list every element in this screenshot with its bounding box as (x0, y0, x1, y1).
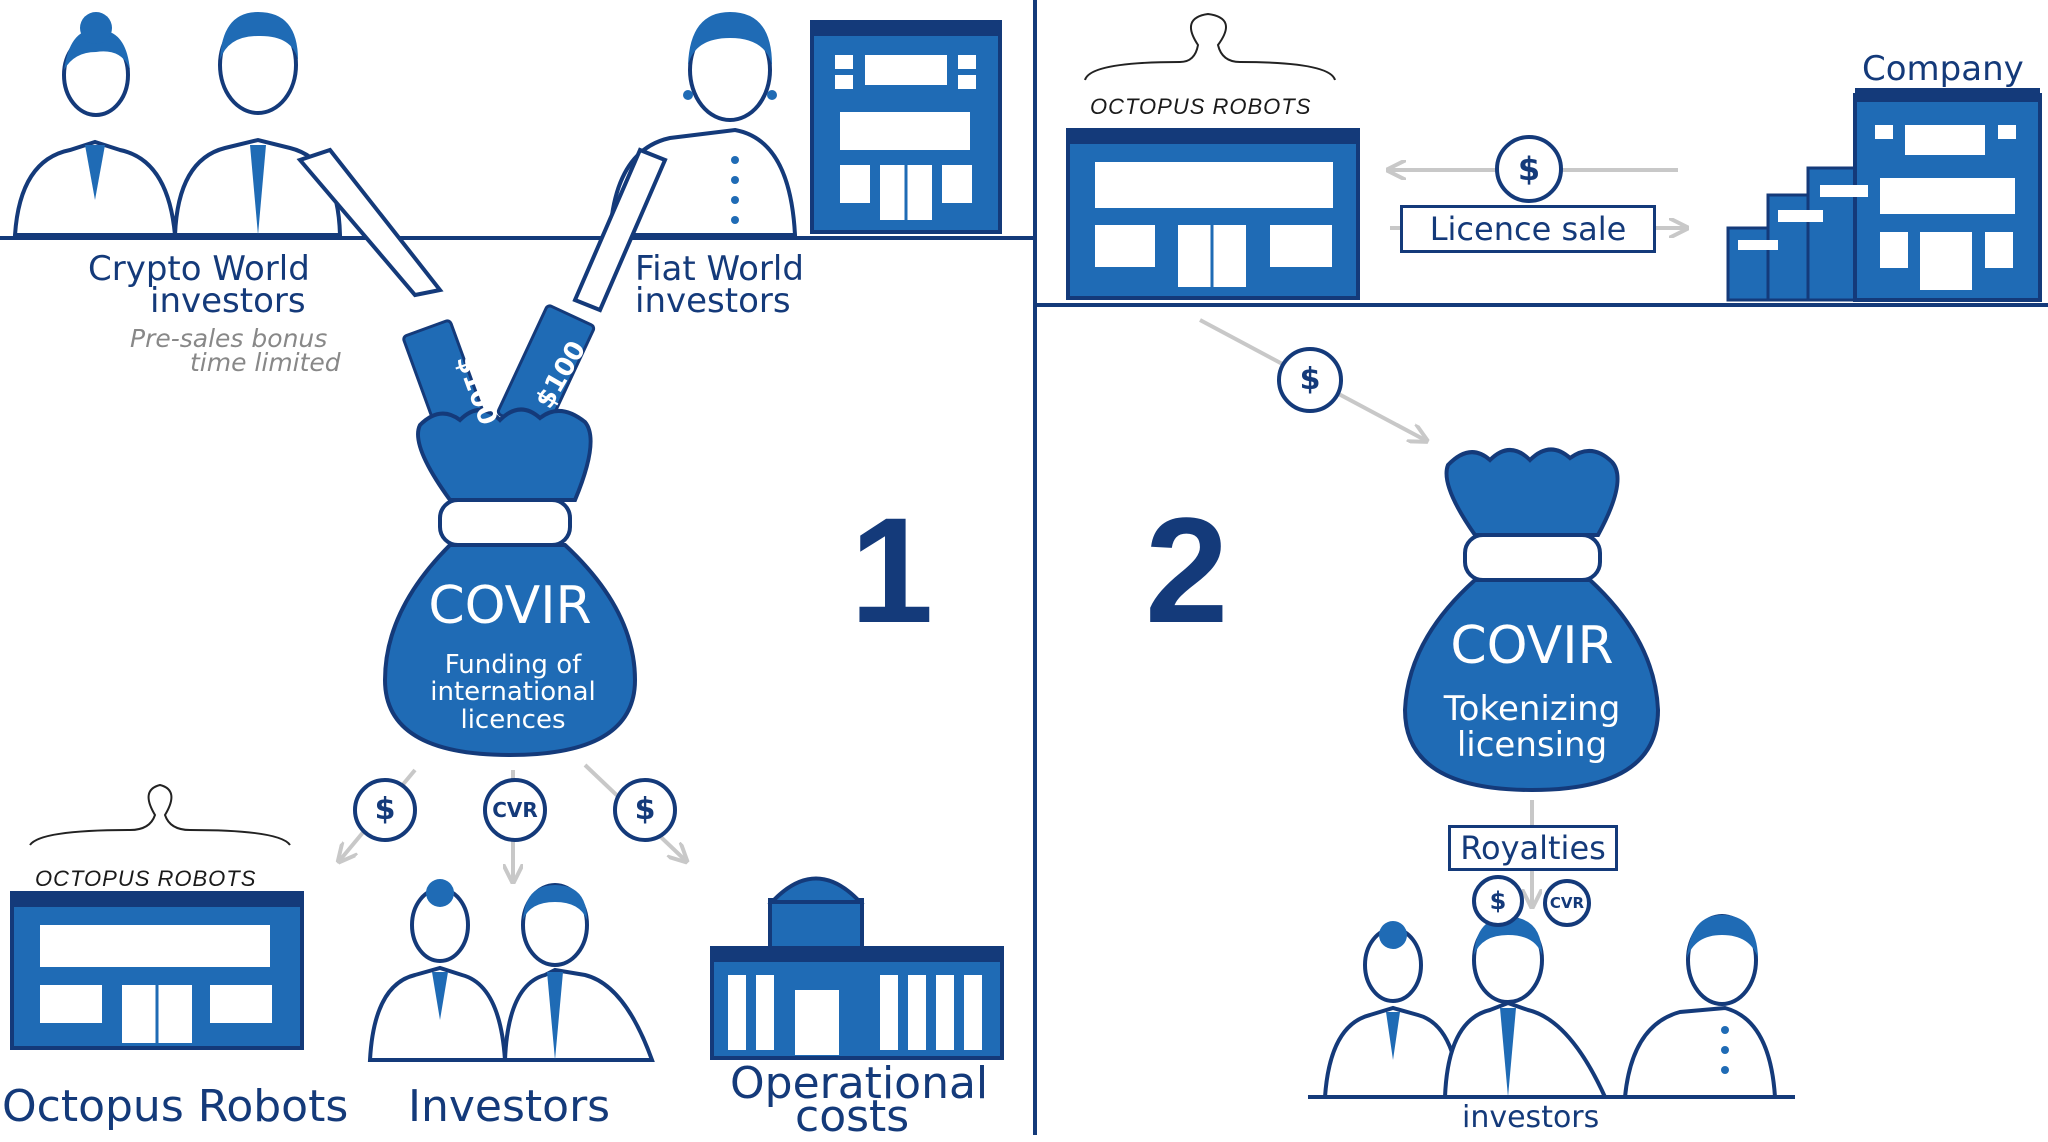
bag1-subtitle: Funding of international licences (430, 650, 596, 735)
operational-costs-label-line2: costs (795, 1091, 910, 1142)
coin-dollar-flow: $ (1277, 347, 1343, 413)
crypto-investors-label-line2: investors (150, 281, 306, 321)
coin-cvr-middle-symbol: CVR (492, 798, 538, 822)
coin-cvr-middle: CVR (483, 778, 547, 842)
bag2-subtitle: Tokenizing licensing (1443, 689, 1621, 765)
licence-sale-text: Licence sale (1429, 210, 1627, 248)
investors-label: Investors (408, 1081, 611, 1132)
covir-bag-1 (382, 407, 638, 758)
fiat-investors-label-line2: investors (635, 281, 791, 321)
octopus-brand-label-2: OCTOPUS ROBOTS (1090, 94, 1312, 119)
investors-group-figures (1308, 914, 1795, 1099)
octopus-brand-label-1: OCTOPUS ROBOTS (35, 866, 257, 891)
company-label: Company (1862, 49, 2024, 89)
investors-figures (367, 879, 655, 1062)
royalty-coin-cvr: CVR (1543, 879, 1591, 927)
royalty-coin-dollar: $ (1472, 875, 1524, 927)
octopus-robots-label: Octopus Robots (2, 1081, 349, 1132)
royalties-box: Royalties (1448, 825, 1618, 871)
coin-dollar-right-symbol: $ (634, 792, 656, 827)
octopus-robots-building-icon (10, 891, 304, 1050)
presales-note-line2: time limited (190, 348, 341, 377)
coin-dollar-sale-symbol: $ (1517, 150, 1541, 188)
covir-bag-2 (1402, 447, 1661, 793)
crypto-investors-label-line1: Crypto World (88, 249, 310, 289)
bank-building-icon (810, 20, 1002, 234)
octopus-logo-icon (29, 783, 291, 846)
step-number-1: 1 (850, 486, 934, 654)
coin-dollar-left: $ (353, 778, 417, 842)
presales-note-line1: Pre-sales bonus (130, 324, 328, 353)
company-buildings-icon (1726, 88, 2042, 302)
operational-costs-label-line1: Operational (730, 1058, 989, 1109)
bag1-title: COVIR (428, 576, 592, 636)
coin-dollar-sale: $ (1495, 135, 1563, 203)
licence-sale-box: Licence sale (1400, 205, 1656, 253)
coin-dollar-left-symbol: $ (374, 792, 396, 827)
royalty-coin-dollar-symbol: $ (1489, 887, 1507, 915)
bag2-title: COVIR (1450, 616, 1614, 676)
coin-dollar-flow-symbol: $ (1299, 362, 1321, 397)
coin-dollar-right: $ (613, 778, 677, 842)
step-number-2: 2 (1145, 486, 1229, 654)
government-building-icon (710, 876, 1004, 1060)
crypto-investors-figure (12, 12, 444, 298)
fiat-investors-label-line1: Fiat World (635, 249, 804, 289)
royalty-coin-cvr-symbol: CVR (1549, 894, 1585, 912)
investors-group-label: investors (1462, 1100, 1600, 1135)
royalties-text: Royalties (1460, 829, 1606, 867)
fiat-investor-figure (572, 12, 798, 313)
octopus-robots-building-icon-2 (1066, 128, 1360, 300)
octopus-logo-icon-2 (1084, 12, 1336, 81)
